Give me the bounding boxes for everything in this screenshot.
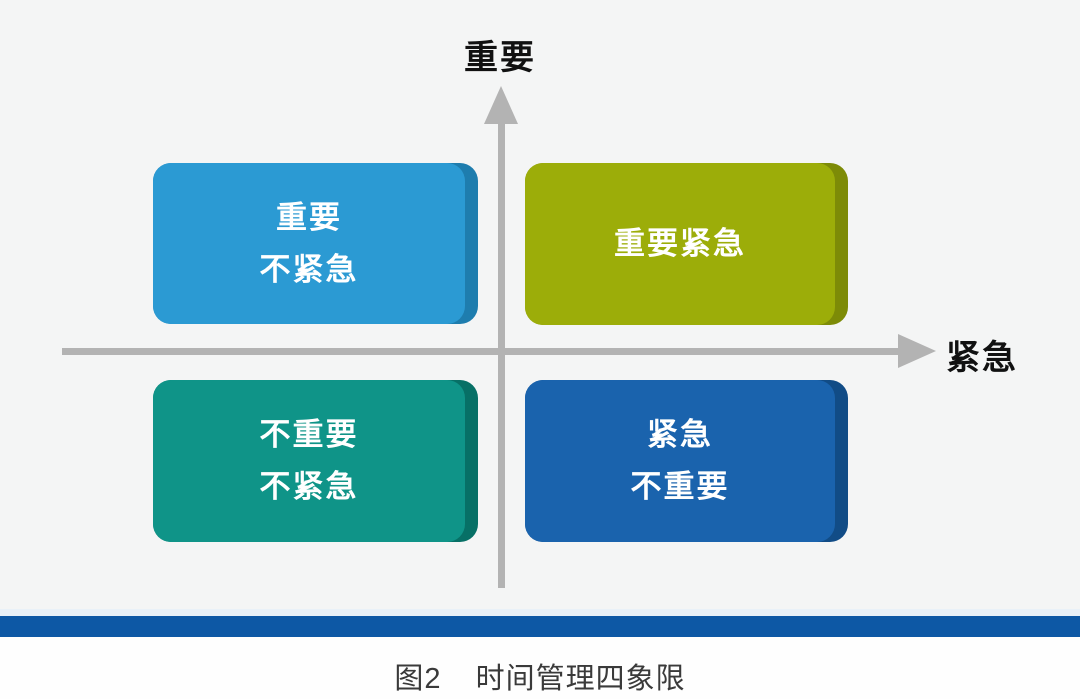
quadrant-face: 不重要 不紧急	[153, 380, 465, 542]
quadrant-urgent-not-important: 紧急 不重要	[525, 380, 848, 542]
horizontal-axis-line	[62, 348, 902, 355]
footer-background	[0, 637, 1080, 699]
quadrant-important-not-urgent: 重要 不紧急	[153, 163, 478, 324]
quadrant-text-line: 重要	[276, 199, 342, 235]
quadrant-important-urgent: 重要紧急	[525, 163, 848, 325]
figure-caption-title: 时间管理四象限	[475, 663, 686, 695]
quadrant-text-line: 不重要	[630, 469, 730, 504]
figure-caption-label: 图2	[394, 663, 442, 695]
quadrant-text-line: 不紧急	[259, 469, 359, 504]
figure-caption: 图2 时间管理四象限	[0, 655, 1080, 697]
y-axis-label: 重要	[464, 39, 536, 77]
quadrant-text-line: 紧急	[647, 417, 713, 452]
quadrant-not-important-not-urgent: 不重要 不紧急	[153, 380, 478, 542]
x-axis-label: 紧急	[946, 339, 1018, 377]
quadrant-text-line: 不紧急	[259, 251, 359, 287]
pre-bar-strip	[0, 609, 1080, 616]
right-arrow-icon	[898, 334, 936, 368]
quadrant-face: 紧急 不重要	[525, 380, 835, 542]
quadrant-face: 重要 不紧急	[153, 163, 465, 324]
divider-bar	[0, 616, 1080, 637]
quadrant-text-line: 重要紧急	[614, 226, 746, 261]
quadrant-text-line: 不重要	[259, 417, 359, 452]
quadrant-face: 重要紧急	[525, 163, 835, 325]
vertical-axis-line	[498, 105, 505, 588]
